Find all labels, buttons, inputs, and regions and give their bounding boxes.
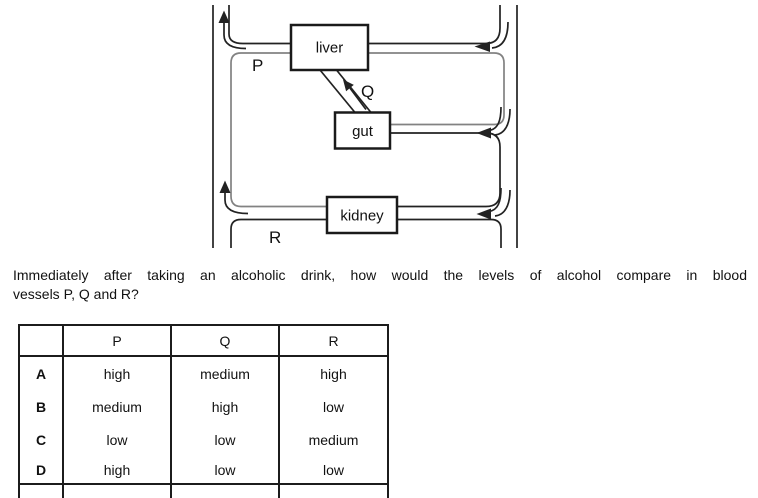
cell-d-p: high — [62, 456, 171, 485]
vessel-label-p: P — [252, 56, 263, 75]
cell-a-r: high — [278, 356, 388, 390]
organ-box-liver: liver — [289, 23, 370, 72]
flow-arrow-into-liver — [474, 21, 509, 52]
cell-b-q: high — [170, 390, 279, 423]
header-empty-cell — [19, 325, 63, 357]
table-header-row: P Q R — [19, 325, 388, 357]
left-vertical-vessel — [212, 5, 327, 248]
option-letter: A — [35, 365, 47, 382]
option-letter: D — [19, 456, 63, 485]
cell-c-p: low — [62, 423, 171, 456]
table-cutoff-stubs — [19, 484, 388, 498]
header-r: R — [278, 325, 388, 357]
portal-vessel-q — [319, 69, 372, 114]
flow-arrow-up-liver — [218, 10, 247, 50]
flow-arrow-up-kidney — [219, 180, 249, 215]
cell-c-r: medium — [278, 423, 388, 456]
cell-d-r: low — [278, 456, 388, 485]
answer-table: P Q R A high medium high B medium high l… — [18, 324, 389, 498]
option-letter: C — [35, 431, 47, 448]
flow-arrow-into-gut — [476, 106, 511, 139]
kidney-label: kidney — [340, 208, 384, 225]
circulation-diagram: liver gut kidney P Q R — [212, 5, 518, 248]
organ-box-gut: gut — [333, 111, 392, 150]
question-line-1: Immediately after taking an alcoholic dr… — [13, 267, 747, 283]
question-text: Immediately after taking an alcoholic dr… — [13, 266, 747, 303]
cell-b-r: low — [278, 390, 388, 423]
header-q: Q — [170, 325, 279, 357]
vessel-label-r: R — [269, 228, 281, 247]
question-line-2: vessels P, Q and R? — [13, 285, 139, 302]
option-row-a: A high medium high — [19, 356, 388, 390]
organ-box-kidney: kidney — [325, 195, 399, 235]
cell-a-p: high — [62, 356, 171, 390]
header-p: P — [62, 325, 171, 357]
vessel-label-q: Q — [361, 82, 374, 101]
cell-a-q: medium — [170, 356, 279, 390]
cell-b-p: medium — [62, 390, 171, 423]
gut-label: gut — [352, 123, 374, 140]
option-row-b: B medium high low — [19, 390, 388, 423]
option-row-c: C low low medium — [19, 423, 388, 456]
flow-arrow-into-kidney — [476, 187, 511, 220]
option-row-d: D high low low — [19, 456, 388, 485]
liver-label: liver — [316, 40, 344, 57]
cell-d-q: low — [170, 456, 279, 485]
option-letter: B — [35, 398, 47, 415]
cell-c-q: low — [170, 423, 279, 456]
